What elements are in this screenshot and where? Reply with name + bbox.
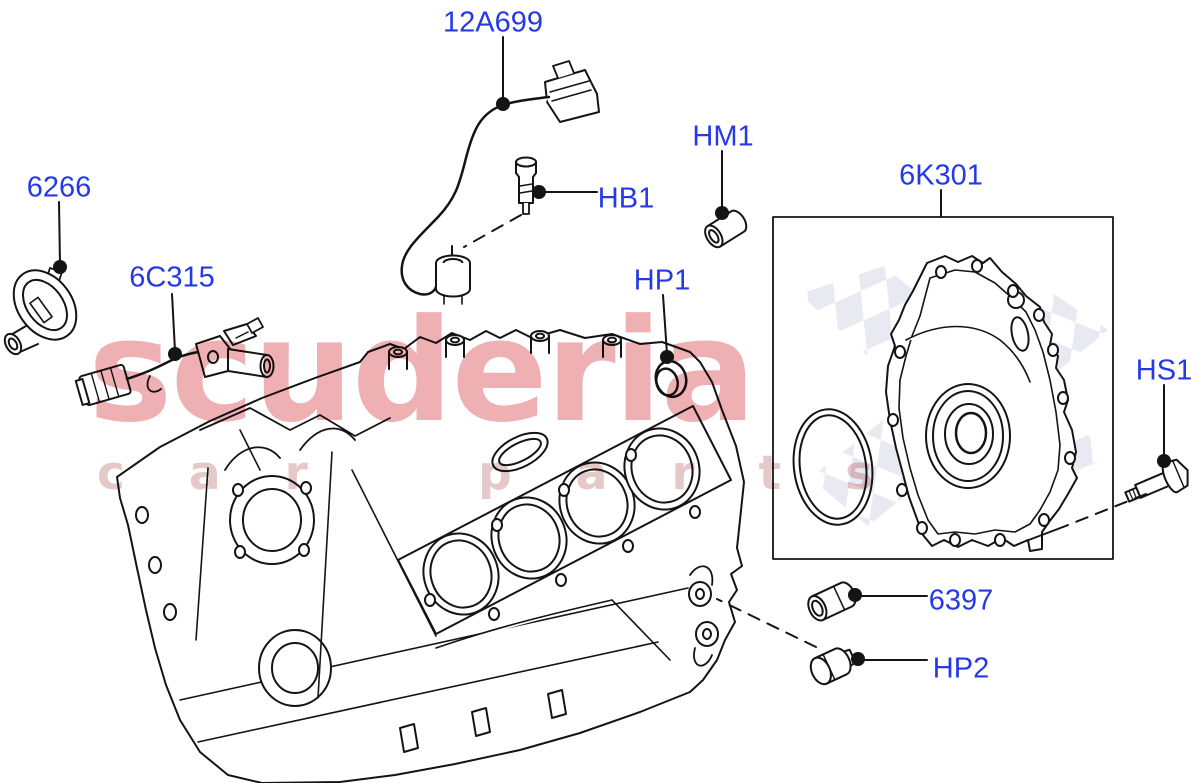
oring-seal-drawing xyxy=(792,408,874,526)
part-label-6c315: 6C315 xyxy=(129,261,215,294)
part-label-hb1: HB1 xyxy=(597,182,655,215)
sensor-6c315-drawing xyxy=(74,317,275,407)
leader-lines xyxy=(53,36,1171,666)
part-label-hp2: HP2 xyxy=(932,652,990,685)
plug-hp2-drawing xyxy=(809,647,857,686)
timing-cover-drawing xyxy=(885,255,1078,552)
part-label-12a699: 12A699 xyxy=(443,6,543,39)
engine-block-drawing xyxy=(116,329,745,783)
bolt-hs1-drawing xyxy=(1124,458,1189,503)
bush-6397-drawing xyxy=(807,581,857,622)
part-label-6266: 6266 xyxy=(26,171,92,204)
part-label-6k301: 6K301 xyxy=(899,159,983,192)
part-label-6397: 6397 xyxy=(928,584,994,617)
bolt-hb1-drawing xyxy=(515,156,537,215)
bracket-6266-drawing xyxy=(3,267,78,356)
part-label-hm1: HM1 xyxy=(692,120,754,153)
part-label-hp1: HP1 xyxy=(633,264,691,297)
cap-hm1-drawing xyxy=(704,209,748,249)
assembly-dash-lines xyxy=(463,214,1147,648)
hs1-pointer-line xyxy=(1025,526,1064,542)
kit-box-6k301 xyxy=(772,216,1114,560)
sensor-12a699-drawing xyxy=(400,60,600,305)
part-label-hs1: HS1 xyxy=(1135,354,1193,387)
